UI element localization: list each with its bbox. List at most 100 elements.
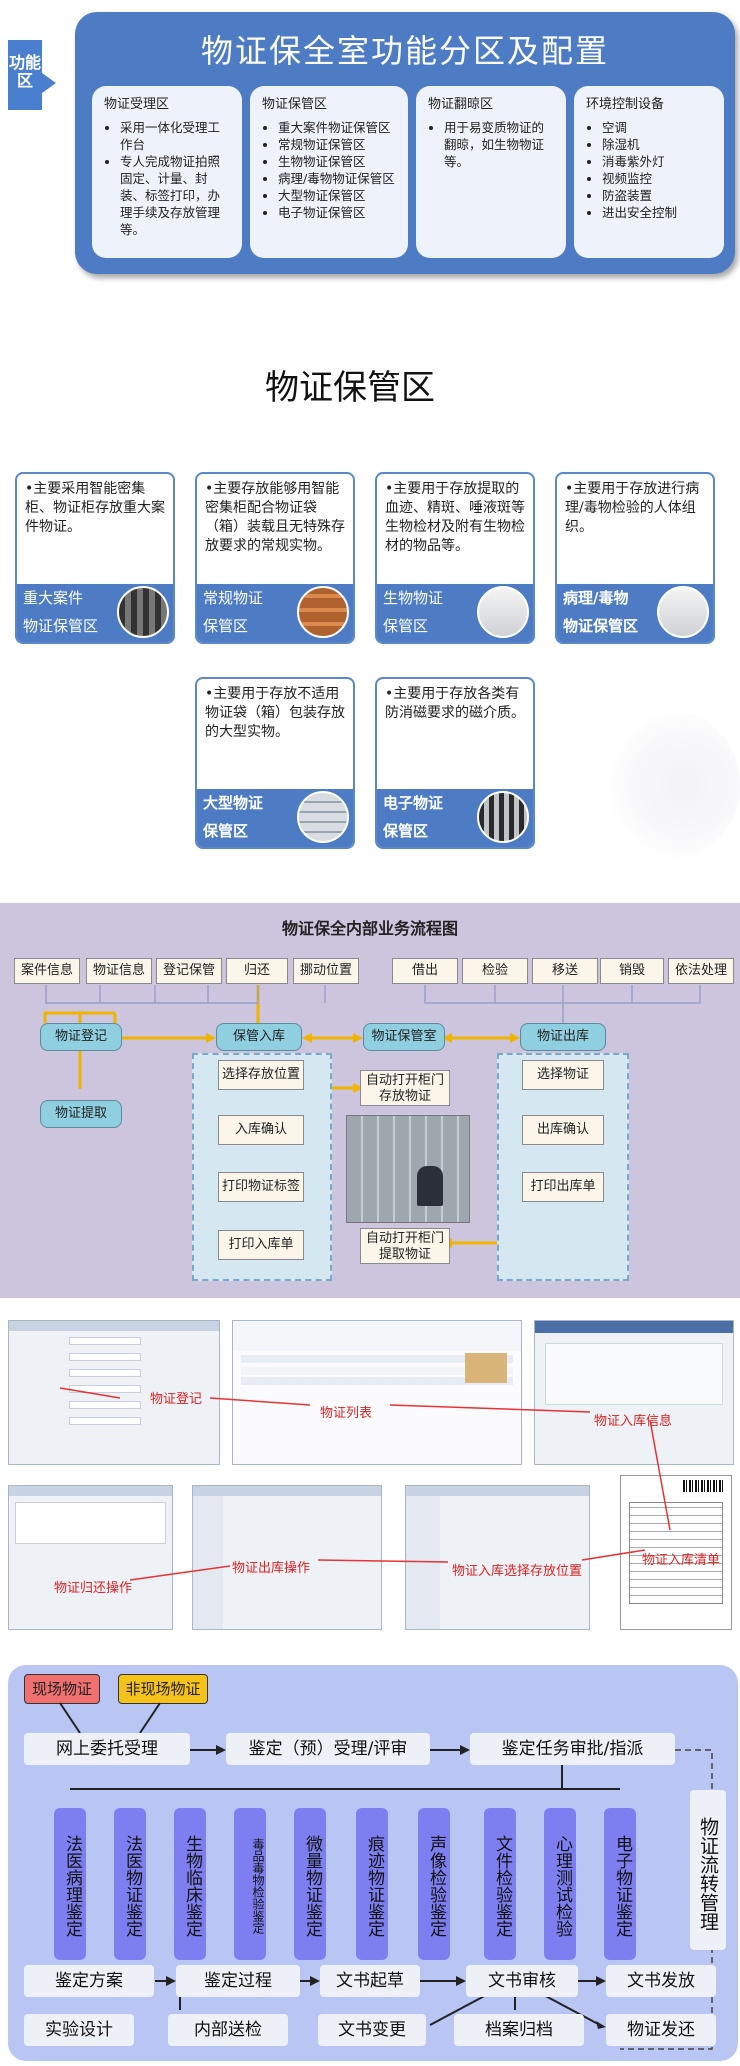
storage-card-text: •主要用于存放不适用物证袋（箱）包装存放的大型实物。 bbox=[205, 686, 345, 740]
process-step: 档案归档 bbox=[454, 2014, 584, 2046]
barcode-icon bbox=[683, 1480, 725, 1492]
decorative-swoosh bbox=[600, 710, 740, 860]
freezer-thumb-icon bbox=[477, 586, 529, 638]
screen-label: 物证入库选择存放位置 bbox=[452, 1564, 583, 1579]
flow-top-return: 归还 bbox=[226, 958, 288, 984]
flow-auto-take: 自动打开柜门 提取物证 bbox=[360, 1228, 450, 1264]
function-zone-tag-text: 功能区 bbox=[8, 53, 41, 90]
process-discipline: 生物临床鉴定 bbox=[174, 1808, 206, 1960]
arrow-head-icon bbox=[456, 1976, 466, 1986]
zone-card-item: 空调 bbox=[602, 119, 714, 136]
band-line2: 保管区 bbox=[383, 822, 429, 840]
screenshot-out bbox=[192, 1485, 382, 1630]
process-step: 物证发还 bbox=[606, 2014, 716, 2046]
band-line1: 病理/毒物 bbox=[563, 589, 629, 607]
process-step: 实验设计 bbox=[24, 2014, 134, 2046]
screen-label: 物证入库信息 bbox=[594, 1414, 673, 1429]
flow-in-step: 打印物证标签 bbox=[218, 1172, 304, 1202]
process-step: 文书起草 bbox=[320, 1965, 420, 1997]
zone-card-item: 专人完成物证拍照固定、计量、封装、标签打印，办理手续及存放管理等。 bbox=[120, 153, 232, 238]
process-step: 内部送检 bbox=[168, 2014, 288, 2046]
band-line1: 电子物证 bbox=[383, 794, 444, 812]
connector-line bbox=[43, 1011, 82, 1023]
flow-title: 物证保全内部业务流程图 bbox=[281, 919, 458, 938]
bracket-line bbox=[45, 985, 259, 1004]
arrow-head-icon bbox=[206, 1033, 216, 1043]
zone-card-item: 采用一体化受理工作台 bbox=[120, 119, 232, 153]
function-zone-tag: 功能区 bbox=[8, 40, 42, 110]
storage-card-major: •主要采用智能密集柜、物证柜存放重大案件物证。 重大案件物证保管区 bbox=[15, 472, 175, 644]
band-line2: 保管区 bbox=[203, 617, 249, 635]
process-flow-management: 物证流转管理 bbox=[690, 1790, 726, 1950]
connector-line bbox=[59, 1702, 81, 1734]
process-connectors bbox=[59, 1702, 713, 2050]
shelf-thumb-icon bbox=[297, 791, 349, 843]
zone-card-item: 生物物证保管区 bbox=[278, 153, 398, 170]
zone-card-item: 电子物证保管区 bbox=[278, 204, 398, 221]
zone-card-item: 常规物证保管区 bbox=[278, 136, 398, 153]
band-line2: 物证保管区 bbox=[23, 617, 99, 635]
flow-in-step: 打印入库单 bbox=[218, 1230, 304, 1260]
flow-auto-store: 自动打开柜门 存放物证 bbox=[360, 1070, 450, 1106]
zone-card-item: 大型物证保管区 bbox=[278, 187, 398, 204]
flow-top-legal: 依法处理 bbox=[668, 958, 734, 984]
evidence-bag-thumb-icon bbox=[297, 586, 349, 638]
zone-card-item: 视频监控 bbox=[602, 170, 714, 187]
process-discipline: 心理测试检验 bbox=[544, 1808, 576, 1960]
flow-in-step: 入库确认 bbox=[218, 1115, 304, 1145]
storage-card-regular: •主要存放能够用智能密集柜配合物证袋（箱）装载且无特殊存放要求的常规实物。 常规… bbox=[195, 472, 355, 644]
process-discipline: 声像检验鉴定 bbox=[418, 1808, 450, 1960]
arrow-head-icon bbox=[353, 1033, 363, 1043]
band-line1: 常规物证 bbox=[203, 589, 264, 607]
zone-card-title: 环境控制设备 bbox=[586, 97, 665, 112]
flow-top-case-info: 案件信息 bbox=[14, 958, 80, 984]
band-line1: 大型物证 bbox=[203, 794, 264, 812]
screens-arrows bbox=[59, 1387, 671, 1581]
screenshot-select-location bbox=[405, 1485, 590, 1630]
arrow-line bbox=[389, 1404, 591, 1413]
flow-top-evidence-info: 物证信息 bbox=[86, 958, 152, 984]
zone-card-title: 物证翻晾区 bbox=[428, 97, 494, 112]
zone-card-item: 防盗装置 bbox=[602, 187, 714, 204]
band-line1: 生物物证 bbox=[383, 589, 444, 607]
band-line2: 保管区 bbox=[383, 617, 429, 635]
screenshot-return bbox=[8, 1485, 173, 1630]
process-pre-accept: 鉴定（预）受理/评审 bbox=[226, 1733, 430, 1765]
arrow-line bbox=[581, 1549, 646, 1561]
screen-label: 物证登记 bbox=[150, 1392, 203, 1407]
process-step: 文书审核 bbox=[466, 1965, 578, 1997]
flow-top-register-keep: 登记保管 bbox=[156, 958, 222, 984]
zone-card-intake: 物证受理区 采用一体化受理工作台专人完成物证拍照固定、计量、封装、标签打印，办理… bbox=[92, 86, 242, 258]
band-line1: 重大案件 bbox=[23, 589, 84, 607]
screenshot-register bbox=[8, 1320, 220, 1465]
person-at-desk-icon bbox=[417, 1166, 443, 1206]
zone-card-item: 重大案件物证保管区 bbox=[278, 119, 398, 136]
process-discipline: 法医病理鉴定 bbox=[54, 1808, 86, 1960]
storage-room-photo bbox=[346, 1115, 470, 1223]
out-store-steps-panel bbox=[497, 1053, 629, 1281]
arrow-line bbox=[59, 1387, 121, 1399]
flow-out-store: 物证出库 bbox=[520, 1023, 606, 1051]
zone-card-item: 进出安全控制 bbox=[602, 204, 714, 221]
storage-card-text: •主要用于存放提取的血迹、精斑、唾液斑等生物检材及附有生物检材的物品等。 bbox=[385, 481, 525, 554]
zone-title: 物证保全室功能分区及配置 bbox=[200, 32, 609, 70]
arrow-head-icon bbox=[353, 1083, 363, 1093]
flow-in-store: 保管入库 bbox=[216, 1023, 302, 1051]
band-line2: 物证保管区 bbox=[563, 617, 639, 635]
flow-extract: 物证提取 bbox=[40, 1100, 122, 1128]
arrow-head-icon bbox=[510, 1033, 520, 1043]
screen-label: 物证列表 bbox=[320, 1406, 373, 1421]
connector-line bbox=[429, 1992, 491, 2026]
cabinet-thumb-icon bbox=[117, 586, 169, 638]
arrow-head-icon bbox=[302, 1033, 312, 1043]
storage-card-text: •主要用于存放进行病理/毒物检验的人体组织。 bbox=[565, 481, 700, 535]
zone-card-item: 病理/毒物物证保管区 bbox=[278, 170, 398, 187]
zone-card-item: 用于易变质物证的翻晾，如生物物证等。 bbox=[444, 119, 556, 170]
arrow-head-icon bbox=[442, 1033, 452, 1043]
connector-line bbox=[139, 1702, 161, 1734]
nonscene-evidence-tag: 非现场物证 bbox=[118, 1674, 208, 1704]
storage-card-text: •主要采用智能密集柜、物证柜存放重大案件物证。 bbox=[25, 481, 165, 535]
process-discipline: 毒品毒物检验鉴定 bbox=[234, 1808, 266, 1960]
storage-card-text: •主要用于存放各类有防消磁要求的磁介质。 bbox=[385, 686, 525, 721]
tag-arrow-icon bbox=[42, 73, 56, 93]
